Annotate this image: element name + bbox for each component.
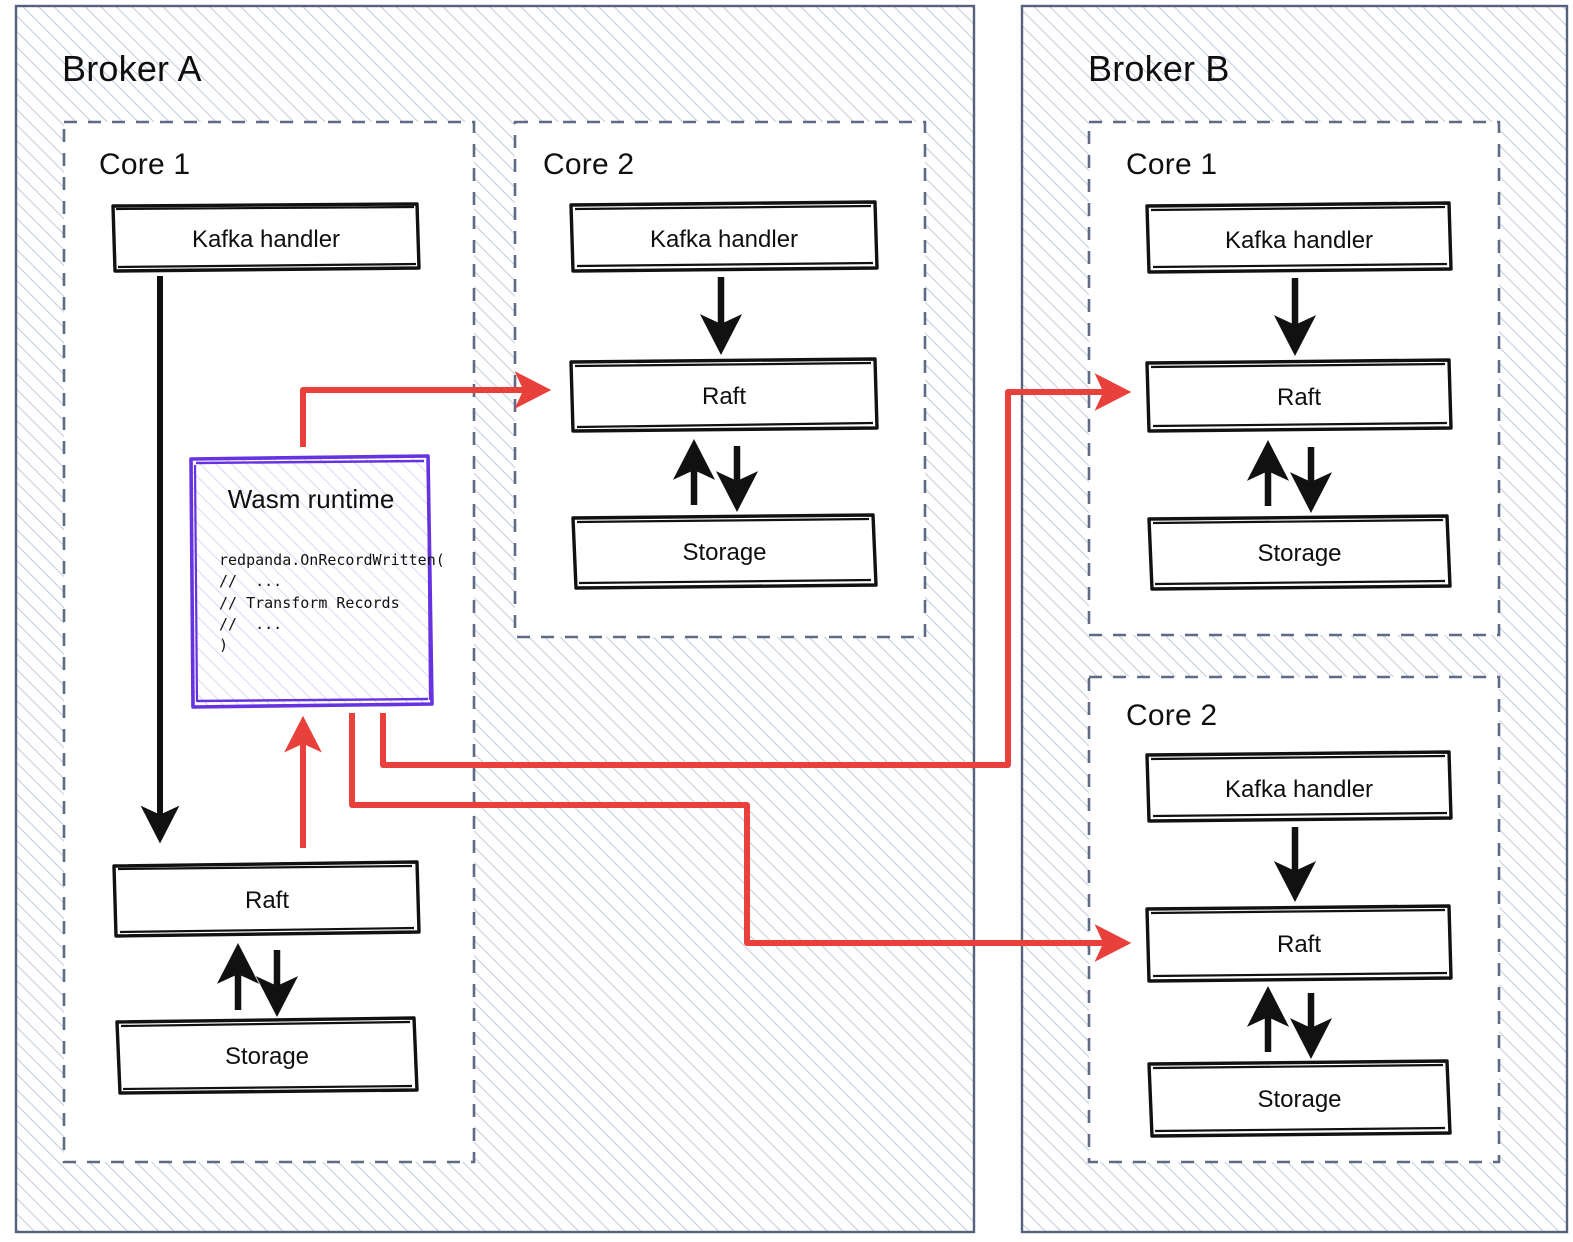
b1-kafka-box bbox=[1145, 201, 1453, 274]
a2-raft-label: Raft bbox=[701, 383, 746, 410]
b2-raft-box bbox=[1145, 904, 1453, 983]
conn-a1-wasm-to-a2-raft bbox=[300, 371, 552, 447]
b2-raft-label: Raft bbox=[1276, 931, 1321, 958]
a2-storage-label: Storage bbox=[682, 539, 767, 566]
b2-kafka-label: Kafka handler bbox=[1224, 776, 1374, 803]
b1-storage-box bbox=[1147, 514, 1452, 591]
a1-kafka-label: Kafka handler bbox=[191, 226, 341, 253]
a2-kafka-label: Kafka handler bbox=[649, 226, 799, 253]
b2-storage-box bbox=[1147, 1059, 1452, 1138]
a1-wasm-box bbox=[189, 454, 434, 709]
b2-kafka-box bbox=[1145, 750, 1453, 823]
a2-kafka-box bbox=[569, 200, 879, 273]
a1-raft-box bbox=[112, 860, 421, 938]
broker-b-core-2-title: Core 2 bbox=[1126, 699, 1218, 732]
broker-b-core-1-title: Core 1 bbox=[1126, 148, 1218, 181]
b1-raft-box bbox=[1145, 358, 1453, 433]
a1-storage-box bbox=[115, 1016, 419, 1095]
broker-a-core-2-title: Core 2 bbox=[543, 148, 635, 181]
broker-a-title: Broker A bbox=[62, 48, 202, 89]
conn-a1-raft-storage bbox=[216, 942, 299, 1018]
a1-kafka-box bbox=[111, 202, 421, 273]
a1-wasm-label: Wasm runtime bbox=[227, 484, 395, 514]
b1-raft-label: Raft bbox=[1276, 384, 1321, 411]
a2-raft-box bbox=[569, 357, 879, 433]
a1-storage-label: Storage bbox=[224, 1043, 310, 1070]
a2-storage-box bbox=[571, 513, 878, 590]
conn-b1-raft-storage bbox=[1246, 439, 1333, 514]
b1-storage-label: Storage bbox=[1257, 540, 1342, 567]
conn-a1-wasm-to-b1-raft bbox=[380, 373, 1132, 768]
b2-storage-label: Storage bbox=[1257, 1086, 1342, 1113]
conn-a2-raft-storage bbox=[672, 438, 759, 513]
conn-a1-wasm-to-b2-raft bbox=[349, 713, 1132, 962]
b1-kafka-label: Kafka handler bbox=[1224, 227, 1374, 254]
a1-raft-label: Raft bbox=[244, 887, 289, 914]
a1-wasm-code: redpanda.OnRecordWritten( // ... // Tran… bbox=[219, 551, 445, 655]
broker-b-title: Broker B bbox=[1088, 48, 1230, 89]
conn-b2-raft-storage bbox=[1246, 985, 1333, 1060]
broker-a-core-1-title: Core 1 bbox=[99, 148, 191, 181]
